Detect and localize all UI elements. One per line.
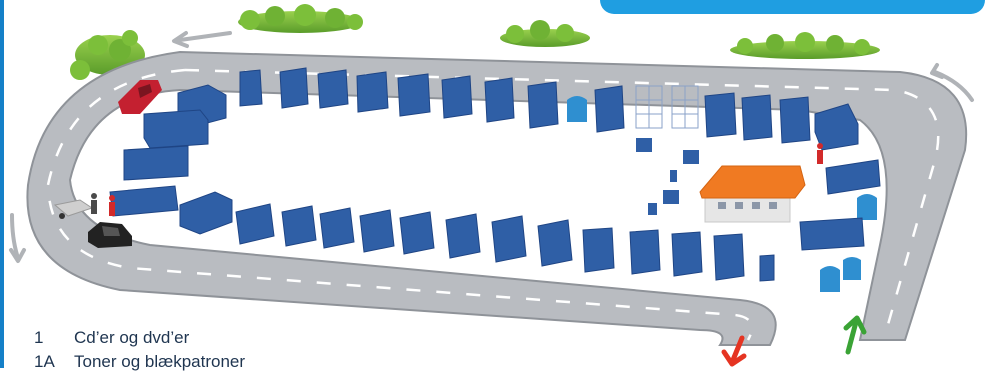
person-icon bbox=[91, 193, 97, 214]
bush-icon bbox=[238, 4, 363, 33]
office-building bbox=[700, 166, 805, 222]
legend-item-label: Cd’er og dvd’er bbox=[74, 326, 189, 350]
legend-item-number: 1 bbox=[34, 326, 74, 350]
legend-item-number: 1A bbox=[34, 350, 74, 374]
legend-item-label: Toner og blækpatroner bbox=[74, 350, 245, 374]
legend-item: 1A Toner og blækpatroner bbox=[34, 350, 354, 374]
direction-arrow-icon bbox=[174, 33, 230, 46]
small-containers bbox=[636, 138, 699, 215]
legend-item: 1 Cd’er og dvd’er bbox=[34, 326, 354, 350]
legend: 1 Cd’er og dvd’er 1A Toner og blækpatron… bbox=[34, 326, 354, 374]
direction-arrow-icon bbox=[11, 215, 24, 261]
bush-icon bbox=[500, 20, 590, 47]
bush-icon bbox=[730, 32, 880, 59]
